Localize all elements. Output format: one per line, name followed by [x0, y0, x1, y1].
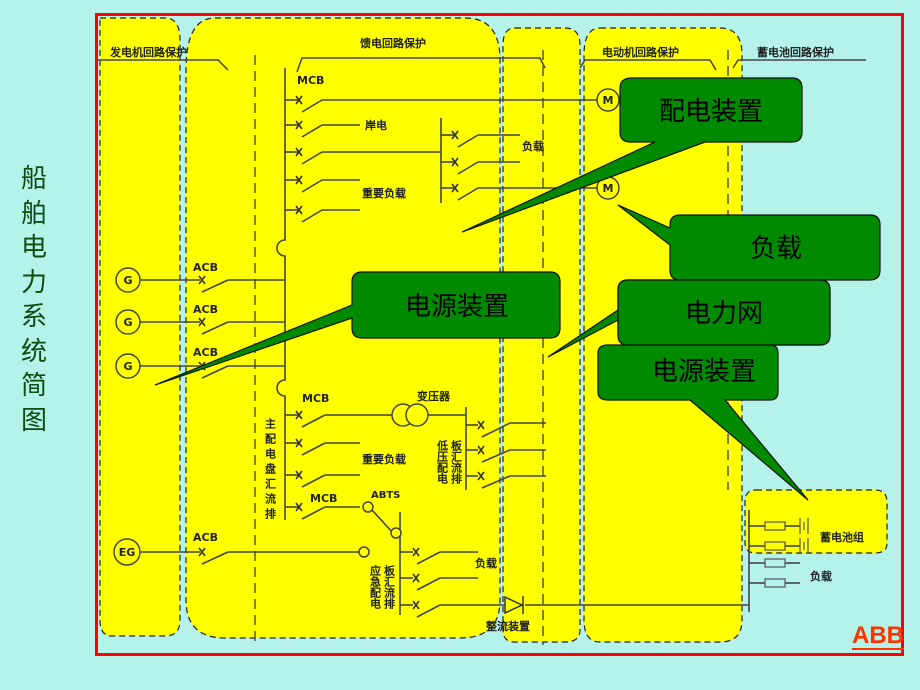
generator-2-label: G: [123, 316, 132, 329]
callout-distribution[interactable]: [461, 77, 803, 233]
emergency-bus-label-1: 应急配电: [369, 564, 382, 610]
acb-label-1: ACB: [193, 261, 218, 274]
transformer-coil-2-icon: [405, 403, 429, 427]
abts-contact-2: [390, 527, 402, 539]
section-motor-protection: 电动机回路保护: [602, 45, 679, 59]
callout-power-grid-text: 电力网: [685, 299, 763, 329]
lv-bus-label-1: 低压配电: [436, 439, 450, 485]
title-char: 简: [20, 371, 47, 401]
abts-contact-3: [358, 546, 370, 558]
main-bus-label: 主配电盘汇流排: [264, 417, 277, 523]
callout-distribution-text: 配电装置: [659, 97, 763, 127]
generator-2-icon: [115, 309, 141, 335]
transformer-label: 变压器: [417, 389, 451, 403]
section-battery-protection: 蓄电池回路保护: [757, 45, 834, 59]
abb-logo: ABB: [852, 622, 904, 650]
diagram-title: 船舶电力系统简图: [14, 162, 54, 438]
section-generator-protection: 发电机回路保护: [109, 45, 187, 59]
title-char: 系: [20, 302, 47, 332]
rectifier-icon: [504, 595, 524, 615]
callout-load-text: 负载: [750, 234, 802, 264]
abts-contact-1: [362, 501, 374, 513]
mcb-label-3: MCB: [310, 492, 337, 505]
load-label-1: 负载: [522, 139, 544, 153]
important-load-label-1: 重要负载: [362, 186, 406, 200]
title-char: 舶: [20, 198, 47, 229]
battery-bank-label: 蓄电池组: [820, 530, 864, 544]
battery-fuses: [764, 518, 809, 588]
callout-power-source-1[interactable]: [154, 271, 561, 386]
emergency-generator-label: EG: [119, 546, 136, 559]
lv-bus-label-2: 板汇流排: [450, 439, 463, 485]
emergency-bus-label-2: 板汇流排: [383, 564, 396, 610]
generator-3-label: G: [123, 360, 132, 373]
generator-1-label: G: [123, 274, 132, 287]
motor-1-label: M: [603, 94, 614, 107]
title-char: 船: [20, 164, 47, 194]
emergency-generator-icon: [113, 538, 141, 566]
mcb-label-2: MCB: [302, 392, 329, 405]
section-feeder-protection: 馈电回路保护: [360, 36, 426, 50]
rectifier-label: 整流装置: [485, 619, 530, 633]
load-label-2: 负载: [475, 556, 497, 570]
acb-label-4: ACB: [193, 531, 218, 544]
title-char: 图: [20, 405, 47, 436]
motor-1-icon: [596, 88, 620, 112]
title-char: 电: [20, 233, 47, 263]
important-load-label-2: 重要负载: [362, 452, 406, 466]
callout-power-source-2-text: 电源装置: [652, 357, 756, 387]
callout-power-source-2[interactable]: [597, 344, 809, 501]
breaker-marks: [198, 95, 485, 610]
acb-label-2: ACB: [193, 303, 218, 316]
acb-label-3: ACB: [193, 346, 218, 359]
zone-feeder: [185, 17, 501, 639]
zone-battery: [744, 489, 888, 554]
generator-1-icon: [115, 267, 141, 293]
generator-3-icon: [115, 353, 141, 379]
motor-2-label: M: [603, 182, 614, 195]
callout-power-source-1-text: 电源装置: [405, 292, 509, 322]
diagram-frame: [95, 13, 904, 656]
mcb-label-1: MCB: [297, 74, 324, 87]
abts-label: ABTS: [371, 490, 400, 501]
title-char: 统: [20, 336, 47, 367]
title-char: 力: [20, 267, 47, 298]
zone-generator: [99, 17, 181, 637]
load-label-3: 负载: [810, 569, 832, 583]
shore-power-label: 岸电: [365, 118, 387, 132]
